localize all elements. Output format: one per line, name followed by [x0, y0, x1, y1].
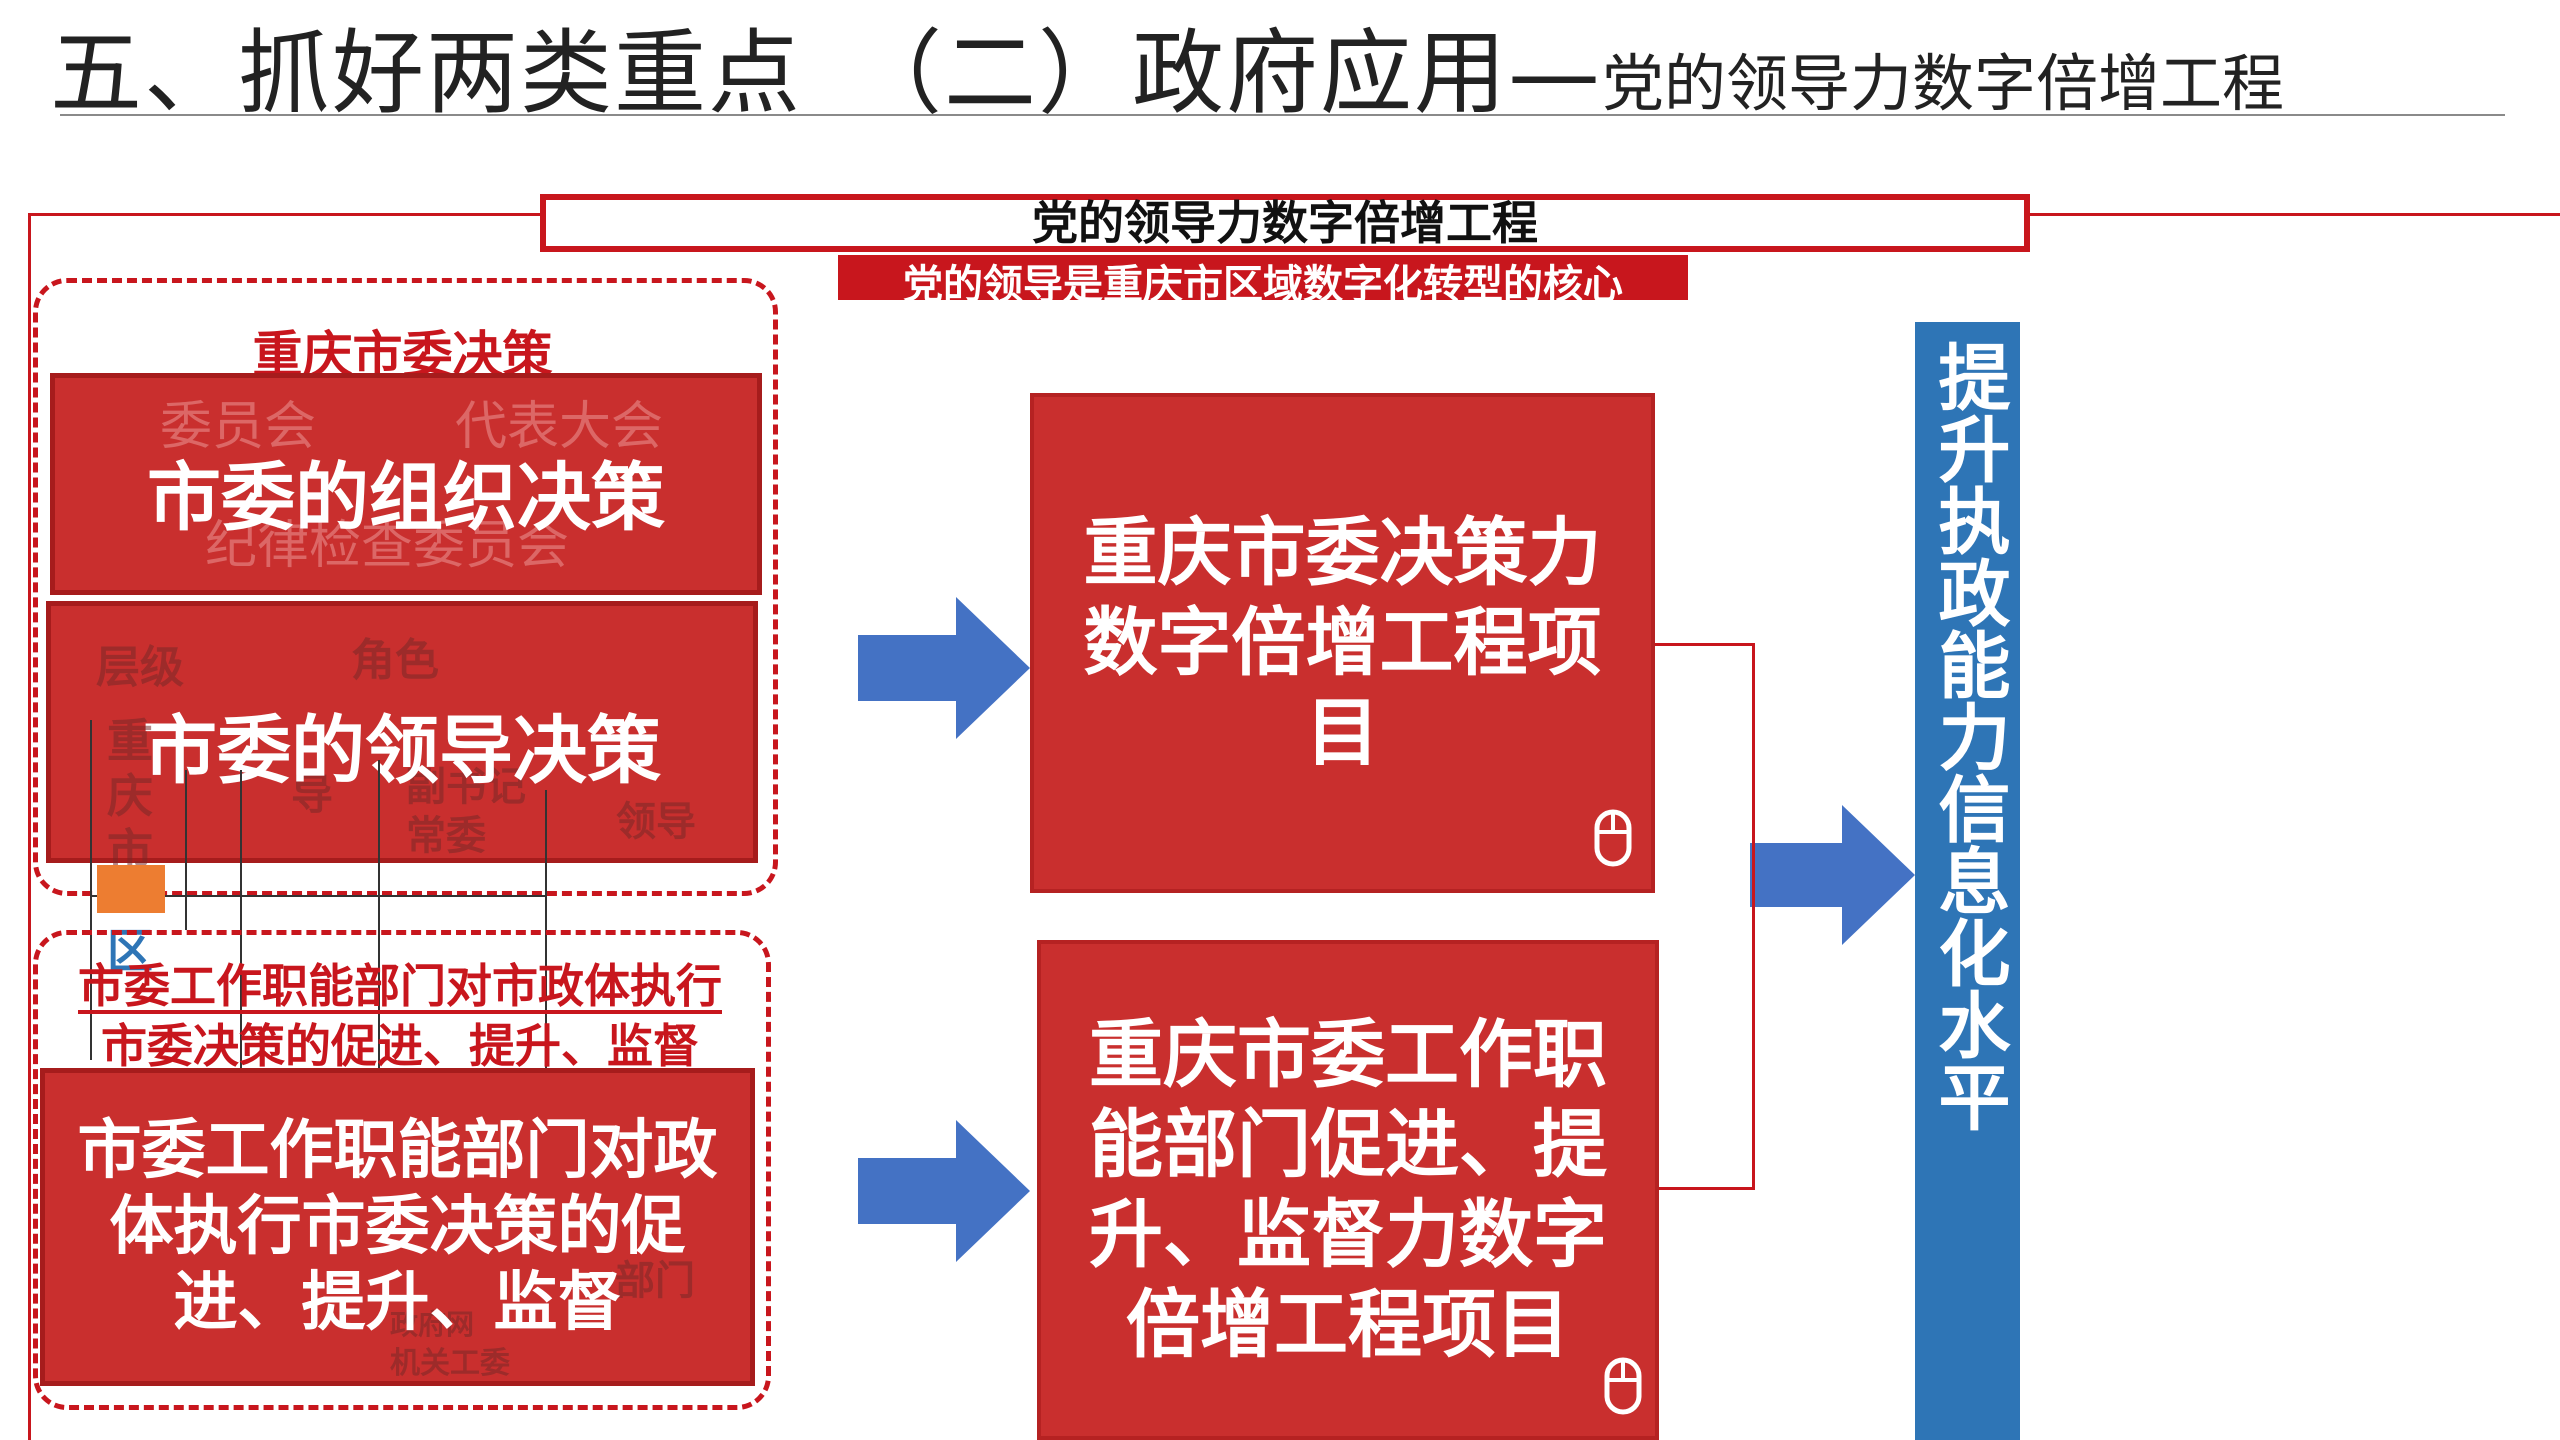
region-highlight: [97, 865, 165, 913]
function-dept-label-line1: 市委工作职能部门对市政体执行: [78, 959, 722, 1013]
frame-top-left-line: [28, 213, 542, 216]
function-dept-group: [33, 930, 771, 1410]
frame-left-line: [28, 213, 31, 1440]
function-dept-label-line2: 市委决策的促进、提升、监督: [101, 1019, 699, 1073]
connector-line: [1659, 1187, 1755, 1190]
decision-power-project-text: 重庆市委决策力数字倍增工程项目: [1083, 510, 1602, 776]
ghost-line: [240, 770, 242, 1290]
ghost-dept: 部门: [615, 1258, 695, 1304]
supervision-project-text: 重庆市委工作职能部门促进、提升、监督力数字倍增工程项目: [1089, 1012, 1607, 1368]
ghost-line: [545, 790, 547, 1290]
ghost-deputy: 副书记: [406, 764, 526, 810]
ghost-role: 角色: [351, 635, 439, 686]
ghost-gov: 政府网: [390, 1308, 475, 1341]
page-title: 五、抓好两类重点 （二）政府应用—党的领导力数字倍增工程: [50, 28, 2284, 120]
arrow-right-icon: [858, 597, 1030, 739]
function-dept-text: 市委工作职能部门对政体执行市委决策的促进、提升、监督: [77, 1114, 718, 1340]
ghost-discipline: 纪律检查委员会: [205, 516, 570, 576]
connector-line: [1752, 643, 1755, 1190]
region-char-1: 重: [107, 714, 153, 768]
frame-top-right-line: [2030, 213, 2560, 216]
leadership-decision-card[interactable]: 层级 角色 导 副书记 常委 领导 市委的领导决策: [46, 601, 758, 863]
decision-power-project-card[interactable]: 重庆市委决策力数字倍增工程项目: [1030, 393, 1655, 893]
core-strip: 党的领导是重庆市区域数字化转型的核心: [838, 255, 1688, 300]
banner-title: 党的领导力数字倍增工程: [540, 194, 2030, 252]
title-sub: 党的领导力数字倍增工程: [1602, 47, 2285, 120]
arrow-right-icon: [1750, 805, 1915, 945]
mouse-icon[interactable]: [1603, 1356, 1643, 1416]
ghost-line: [90, 720, 92, 1060]
ghost-lead: 导: [291, 770, 334, 819]
ghost-org: 机关工委: [390, 1346, 510, 1381]
ghost-line: [378, 760, 380, 1320]
arrow-right-icon: [858, 1120, 1030, 1262]
decision-group: [33, 278, 778, 896]
leadership-decision-text: 市委的领导决策: [143, 708, 661, 794]
improve-governance-bar: 提升执政能力信息化水平: [1915, 322, 2020, 1440]
ghost-committee: 委员会: [160, 397, 317, 457]
connector-line: [1655, 643, 1755, 646]
ghost-line: [185, 770, 187, 930]
function-dept-card[interactable]: 部门 政府网 机关工委 市委工作职能部门对政体执行市委决策的促进、提升、监督: [40, 1068, 755, 1386]
ghost-level: 层级: [96, 642, 184, 693]
ghost-standing: 常委: [406, 813, 486, 859]
region-char-2: 庆: [107, 769, 153, 823]
ghost-congress: 代表大会: [455, 397, 664, 457]
title-dash: —: [1508, 20, 1603, 127]
org-decision-text: 市委的组织决策: [147, 455, 665, 541]
title-main: 五、抓好两类重点 （二）政府应用: [50, 20, 1509, 127]
title-divider: [60, 114, 2505, 116]
org-decision-card[interactable]: 委员会 代表大会 纪律检查委员会 市委的组织决策: [50, 373, 762, 595]
ghost-line: [90, 895, 545, 897]
mouse-icon[interactable]: [1593, 808, 1633, 868]
ghost-leader: 领导: [616, 799, 696, 845]
supervision-project-card[interactable]: 重庆市委工作职能部门促进、提升、监督力数字倍增工程项目: [1037, 940, 1659, 1440]
